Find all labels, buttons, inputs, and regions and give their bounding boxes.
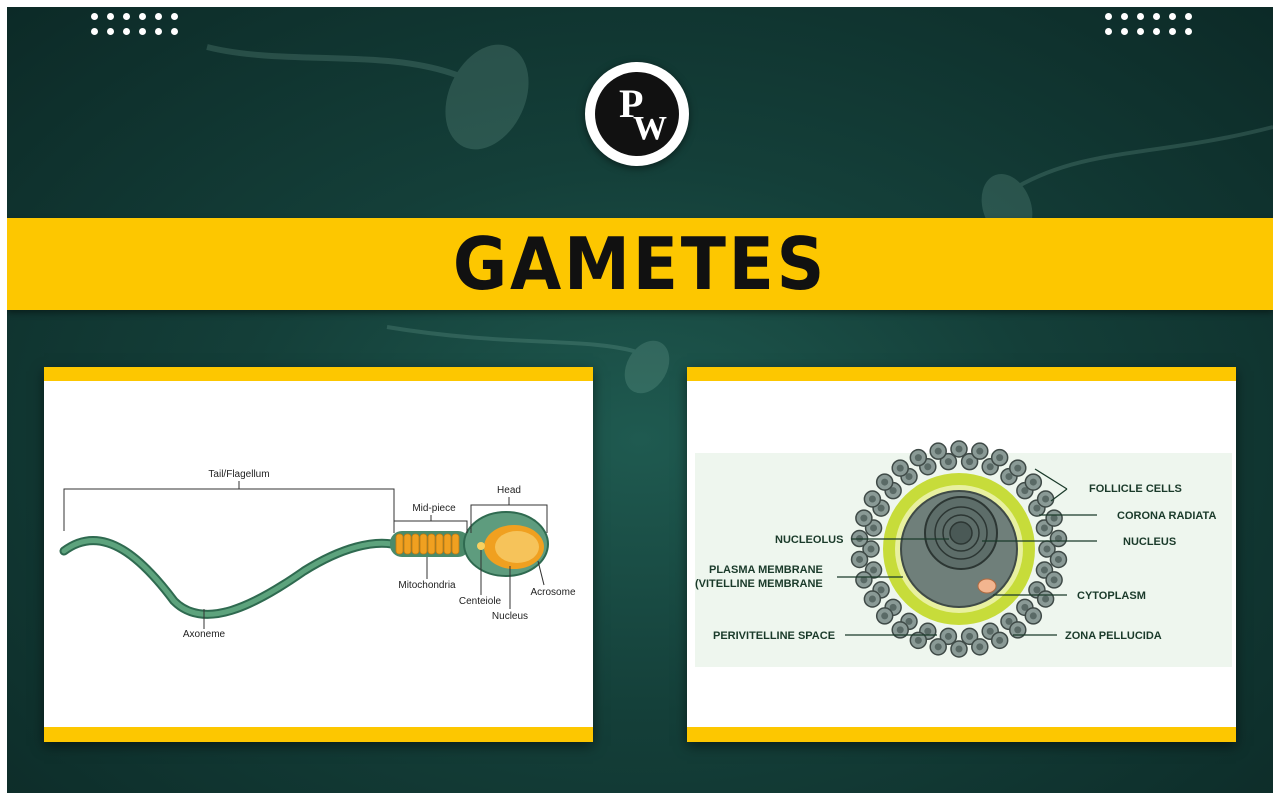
follicle-cell-nucleus — [966, 632, 974, 640]
slide-frame: P W GAMETES — [7, 7, 1273, 793]
follicle-cell-nucleus — [1033, 586, 1041, 594]
label-centriole: Centeiole — [459, 596, 502, 607]
ovum-diagram-card: FOLLICLE CELLS CORONA RADIATA NUCLEOLUS … — [687, 367, 1236, 742]
label-mitochondria: Mitochondria — [398, 580, 456, 591]
label-plasma-membrane: PLASMA MEMBRANE — [709, 564, 823, 576]
follicle-cell-nucleus — [870, 566, 878, 574]
follicle-cell-nucleus — [986, 627, 994, 635]
follicle-cell-nucleus — [1040, 566, 1048, 574]
label-midpiece: Mid-piece — [412, 503, 456, 514]
follicle-cell-nucleus — [1043, 545, 1051, 553]
label-zona-pellucida: ZONA PELLUCIDA — [1065, 630, 1162, 642]
follicle-cells — [850, 440, 1068, 658]
follicle-cell-nucleus — [966, 458, 974, 466]
follicle-cell-nucleus — [1005, 473, 1013, 481]
follicle-cell-nucleus — [914, 454, 922, 462]
label-acrosome: Acrosome — [530, 587, 575, 598]
logo-letter-p: P — [619, 81, 644, 126]
follicle-cell-nucleus — [881, 612, 889, 620]
follicle-cell-nucleus — [944, 458, 952, 466]
sperm-tail-highlight — [61, 538, 395, 617]
follicle-cell-nucleus — [1050, 576, 1058, 584]
follicle-cell-nucleus — [934, 447, 942, 455]
follicle-cell-nucleus — [986, 463, 994, 471]
follicle-cell-nucleus — [860, 576, 868, 584]
follicle-cell-nucleus — [889, 603, 897, 611]
follicle-cell-nucleus — [905, 473, 913, 481]
follicle-cell-nucleus — [860, 514, 868, 522]
follicle-cell-nucleus — [867, 545, 875, 553]
sperm-diagram-card: Tail/Flagellum Mid-piece Head Mitochondr… — [44, 367, 593, 742]
follicle-cell-nucleus — [896, 626, 904, 634]
label-nucleus: NUCLEUS — [1123, 536, 1176, 548]
follicle-cell-nucleus — [1054, 535, 1062, 543]
follicle-cell-nucleus — [881, 478, 889, 486]
sperm-nucleus-core — [495, 531, 539, 563]
title-banner: GAMETES — [7, 218, 1273, 310]
cytoplasm-granule — [977, 578, 997, 594]
follicle-cell-nucleus — [877, 504, 885, 512]
follicle-cell-nucleus — [1021, 603, 1029, 611]
label-axoneme: Axoneme — [183, 629, 226, 640]
follicle-cell-nucleus — [924, 463, 932, 471]
follicle-cell-nucleus — [889, 487, 897, 495]
label-cytoplasm: CYTOPLASM — [1077, 590, 1146, 602]
follicle-cell-nucleus — [934, 643, 942, 651]
page-title: GAMETES — [452, 222, 828, 306]
follicle-cell-nucleus — [976, 643, 984, 651]
label-nucleus: Nucleus — [492, 611, 528, 622]
follicle-cell-nucleus — [1014, 626, 1022, 634]
follicle-cell-nucleus — [905, 617, 913, 625]
label-corona-radiata: CORONA RADIATA — [1117, 510, 1216, 522]
follicle-cell-nucleus — [924, 627, 932, 635]
decorative-dots-right — [1105, 13, 1193, 35]
ovum-diagram: FOLLICLE CELLS CORONA RADIATA NUCLEOLUS … — [695, 440, 1216, 658]
follicle-cell-nucleus — [877, 586, 885, 594]
decorative-dots-left — [91, 13, 179, 35]
sperm-diagram-panel: Tail/Flagellum Mid-piece Head Mitochondr… — [44, 381, 593, 727]
pw-logo: P W — [585, 62, 689, 166]
follicle-cell-nucleus — [1014, 464, 1022, 472]
follicle-cell-nucleus — [1033, 504, 1041, 512]
follicle-cell-nucleus — [996, 636, 1004, 644]
follicle-cell-nucleus — [868, 595, 876, 603]
label-follicle-cells: FOLLICLE CELLS — [1089, 483, 1182, 495]
follicle-cell-nucleus — [976, 447, 984, 455]
follicle-cell-nucleus — [914, 636, 922, 644]
follicle-cell-nucleus — [955, 645, 963, 653]
follicle-cell-nucleus — [1054, 555, 1062, 563]
follicle-cell-nucleus — [1050, 514, 1058, 522]
tail-bracket — [63, 488, 395, 531]
follicle-cell-nucleus — [896, 464, 904, 472]
sperm-centriole — [477, 542, 485, 550]
label-perivitelline-space: PERIVITELLINE SPACE — [713, 630, 835, 642]
follicle-cell-nucleus — [870, 524, 878, 532]
follicle-cell-nucleus — [1040, 524, 1048, 532]
mitochondria-coils — [395, 533, 460, 555]
label-nucleolus: NUCLEOLUS — [775, 534, 843, 546]
follicle-cell-nucleus — [1021, 487, 1029, 495]
follicle-cell-nucleus — [1029, 612, 1037, 620]
follicle-cell-nucleus — [1042, 595, 1050, 603]
follicle-cell-nucleus — [1029, 478, 1037, 486]
follicle-cell-nucleus — [1042, 495, 1050, 503]
follicle-cell-nucleus — [1005, 617, 1013, 625]
ovum-diagram-panel: FOLLICLE CELLS CORONA RADIATA NUCLEOLUS … — [687, 381, 1236, 727]
follicle-cell-nucleus — [944, 632, 952, 640]
follicle-cell-nucleus — [996, 454, 1004, 462]
sperm-diagram: Tail/Flagellum Mid-piece Head Mitochondr… — [59, 469, 576, 640]
follicle-cell-nucleus — [856, 555, 864, 563]
label-vitelline-membrane: (VITELLINE MEMBRANE — [695, 578, 823, 590]
logo-letter-w: W — [633, 110, 667, 147]
follicle-cell-nucleus — [955, 445, 963, 453]
label-tail-flagellum: Tail/Flagellum — [208, 469, 269, 480]
follicle-cell-nucleus — [868, 495, 876, 503]
ovum-nucleolus — [949, 521, 973, 545]
label-head: Head — [497, 485, 521, 496]
